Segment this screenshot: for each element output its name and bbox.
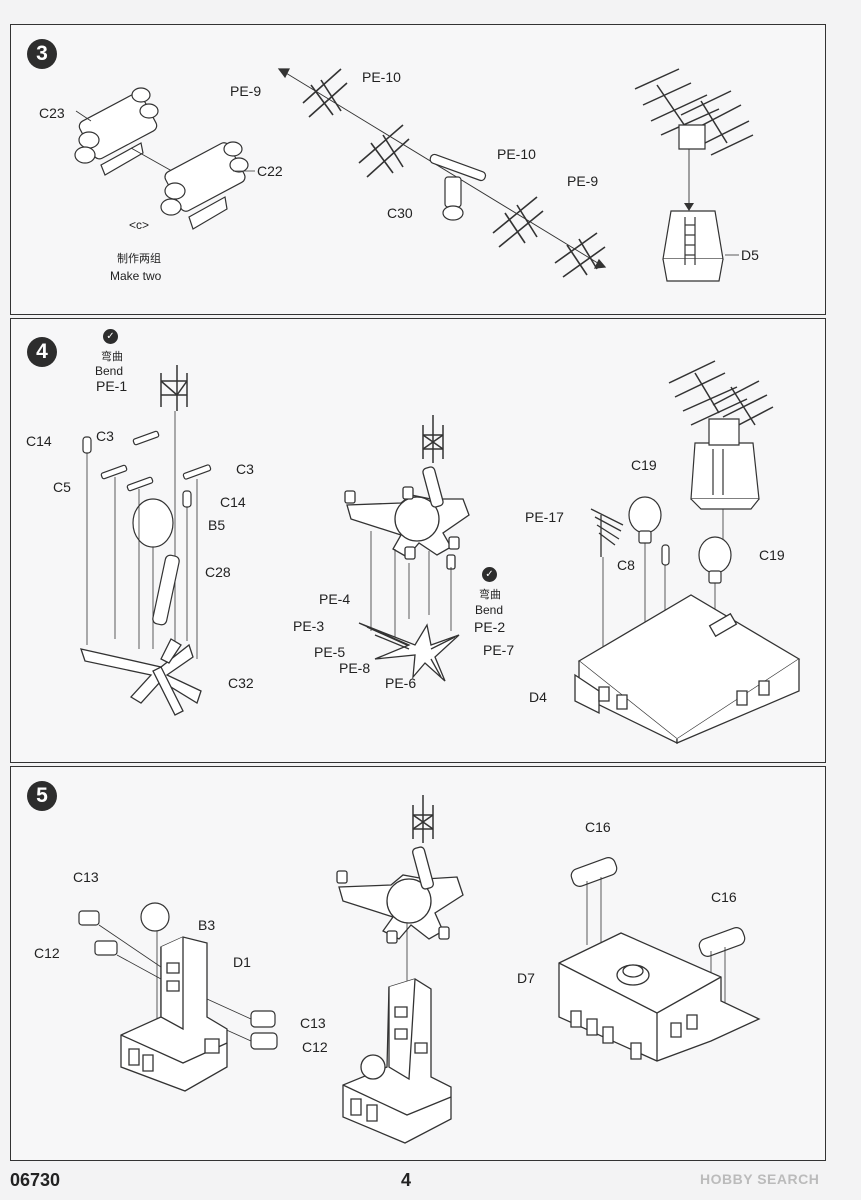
label-pe2: PE-2	[474, 619, 506, 635]
label-b5: B5	[208, 517, 226, 533]
middle-mast-antenna	[423, 415, 443, 463]
label-c3-right: C3	[236, 461, 254, 477]
label-c13-left: C13	[73, 869, 99, 885]
c16-launcher	[569, 856, 618, 889]
pe1-antenna	[161, 365, 187, 411]
label-pe17: PE-17	[525, 509, 564, 525]
step-5-illustration	[11, 767, 825, 1160]
label-pe1: PE-1	[96, 378, 128, 394]
step-4-illustration	[11, 319, 825, 762]
bend-icon: ✓	[103, 329, 118, 344]
label-d1: D1	[233, 954, 251, 970]
label-c22: C22	[257, 163, 283, 179]
page-number: 4	[401, 1170, 412, 1190]
label-c3-top: C3	[96, 428, 114, 444]
label-pe9-top: PE-9	[230, 83, 262, 99]
label-pe8: PE-8	[339, 660, 371, 676]
label-c19-top: C19	[631, 457, 657, 473]
label-c28: C28	[205, 564, 231, 580]
label-pe10-bottom: PE-10	[497, 146, 536, 162]
c13-part	[251, 1011, 275, 1027]
c19-radome	[629, 497, 661, 533]
c19-radome	[699, 537, 731, 573]
pe10-antenna-bottom	[493, 197, 543, 247]
label-c19-right: C19	[759, 547, 785, 563]
step-4-panel: 4 ✓ ✓	[10, 318, 826, 763]
label-pe9-bottom: PE-9	[567, 173, 599, 189]
step-3-panel: 3	[10, 24, 826, 315]
label-c16-top: C16	[585, 819, 611, 835]
step-number-badge: 4	[27, 337, 57, 367]
bend-icon: ✓	[482, 567, 497, 582]
step-number-badge: 3	[27, 39, 57, 69]
bend-note: Bend	[95, 364, 124, 378]
c16-launcher	[697, 926, 746, 959]
d7-deckhouse	[559, 933, 759, 1061]
step-5-panel: 5	[10, 766, 826, 1161]
pe9-antenna-top	[303, 69, 347, 117]
step-number-badge: 5	[27, 781, 57, 811]
label-pe7: PE-7	[483, 642, 515, 658]
d5-tower-base	[663, 211, 723, 281]
c32-base-star	[81, 639, 201, 715]
radar-array-assembly	[635, 69, 753, 205]
c23-launcher-part	[75, 88, 159, 175]
label-c12-left: C12	[34, 945, 60, 961]
bend-note-chinese: 弯曲	[101, 351, 123, 363]
c12-part	[95, 941, 117, 955]
c28-mast	[152, 554, 180, 625]
label-pe6: PE-6	[385, 675, 417, 691]
label-c30: C30	[387, 205, 413, 221]
d4-radar-array	[669, 361, 773, 429]
c22-launcher-part	[161, 141, 248, 229]
label-pe4: PE-4	[319, 591, 351, 607]
b3-dish	[141, 903, 169, 931]
label-d5: D5	[741, 247, 759, 263]
label-b3: B3	[198, 917, 216, 933]
c13-part	[79, 911, 99, 925]
watermark: HOBBY SEARCH	[700, 1171, 820, 1187]
label-c-group: <c>	[129, 218, 150, 232]
d4-deckhouse	[575, 595, 799, 743]
label-pe10-top: PE-10	[362, 69, 401, 85]
label-c8: C8	[617, 557, 635, 573]
tower-assembled	[343, 979, 451, 1143]
step-3-illustration	[11, 25, 825, 314]
label-c32: C32	[228, 675, 254, 691]
d1-tower	[121, 937, 227, 1091]
label-c23: C23	[39, 105, 65, 121]
mast-platform	[337, 846, 463, 943]
d5-tower-assembled	[691, 419, 759, 509]
middle-mast-platform	[345, 466, 469, 569]
c8-part	[662, 545, 669, 565]
label-c16-right: C16	[711, 889, 737, 905]
make-two-note: Make two	[110, 269, 162, 283]
label-c14-left: C14	[26, 433, 52, 449]
bend-note-chinese: 弯曲	[479, 589, 501, 601]
pe9-antenna-bottom	[555, 233, 605, 277]
label-c12-right: C12	[302, 1039, 328, 1055]
product-code: 06730	[10, 1170, 61, 1190]
pe-bracket-star	[359, 623, 459, 681]
make-two-chinese: 制作两组	[117, 253, 161, 265]
pe10-antenna-top	[359, 125, 409, 177]
label-pe5: PE-5	[314, 644, 346, 660]
pe17-antenna	[591, 509, 623, 557]
label-pe3: PE-3	[293, 618, 325, 634]
label-c14-right: C14	[220, 494, 246, 510]
c12-part	[251, 1033, 277, 1049]
c30-mast-head	[429, 153, 487, 220]
label-d7: D7	[517, 970, 535, 986]
label-c13-right: C13	[300, 1015, 326, 1031]
label-c5: C5	[53, 479, 71, 495]
mast-antenna	[413, 795, 433, 843]
bend-note: Bend	[475, 603, 504, 617]
label-d4: D4	[529, 689, 547, 705]
